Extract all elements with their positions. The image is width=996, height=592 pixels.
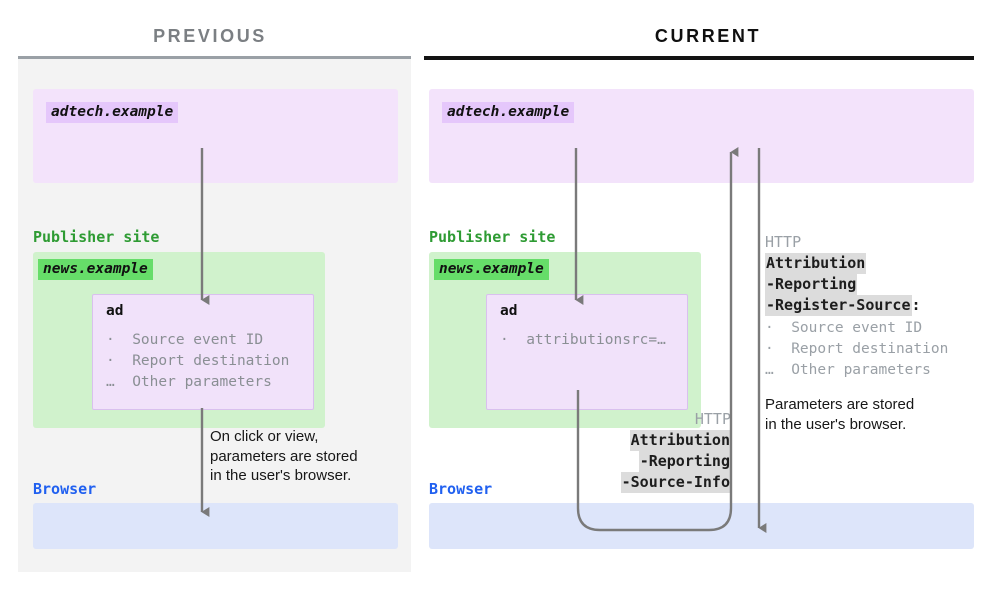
browser-label-previous: Browser (33, 480, 97, 498)
ad-card-params-current: · attributionsrc=… (500, 332, 666, 348)
browser-label-current: Browser (429, 480, 493, 498)
annotation-previous: On click or view, parameters are stored … (210, 428, 358, 484)
panel-previous-title: PREVIOUS (153, 26, 267, 46)
http-response-protocol: HTTP (765, 233, 802, 251)
panel-current-title: CURRENT (654, 26, 762, 46)
panel-current-rule (424, 56, 974, 60)
panel-previous: PREVIOUS adtech.example Publisher site n… (0, 0, 420, 592)
adtech-domain-chip-previous: adtech.example (46, 102, 179, 123)
ad-card-previous: ad · Source event ID · Report destinatio… (92, 294, 314, 410)
publisher-domain-chip-previous: news.example (38, 259, 153, 280)
panel-current: CURRENT adtech.example Publisher site ne… (420, 0, 996, 592)
http-request-block: HTTP Attribution -Reporting -Source-Info (570, 409, 731, 493)
browser-zone-previous (33, 503, 398, 549)
http-request-protocol: HTTP (694, 410, 731, 428)
annotation-current: Parameters are stored in the user's brow… (765, 396, 915, 433)
panel-previous-rule (18, 56, 411, 59)
http-response-token-2: -Register-Source (765, 295, 912, 316)
http-request-token-1: -Reporting (638, 451, 731, 472)
ad-card-title-current: ad (500, 303, 518, 319)
publisher-site-label-current: Publisher site (429, 228, 556, 246)
ad-card-title-previous: ad (106, 303, 124, 319)
adtech-domain-chip-current: adtech.example (442, 102, 575, 123)
http-response-colon: : (911, 296, 921, 314)
http-response-token-0: Attribution (765, 253, 867, 274)
http-response-params: · Source event ID · Report destination …… (765, 320, 949, 378)
http-request-token-0: Attribution (629, 430, 731, 451)
http-response-token-1: -Reporting (765, 274, 858, 295)
ad-card-params-previous: · Source event ID · Report destination …… (106, 332, 290, 390)
browser-zone-current (429, 503, 974, 549)
http-request-token-2: -Source-Info (620, 472, 731, 493)
publisher-site-label-previous: Publisher site (33, 228, 160, 246)
http-response-block: HTTP Attribution -Reporting -Register-So… (765, 232, 980, 381)
publisher-domain-chip-current: news.example (434, 259, 549, 280)
ad-card-current: ad · attributionsrc=… (486, 294, 688, 410)
